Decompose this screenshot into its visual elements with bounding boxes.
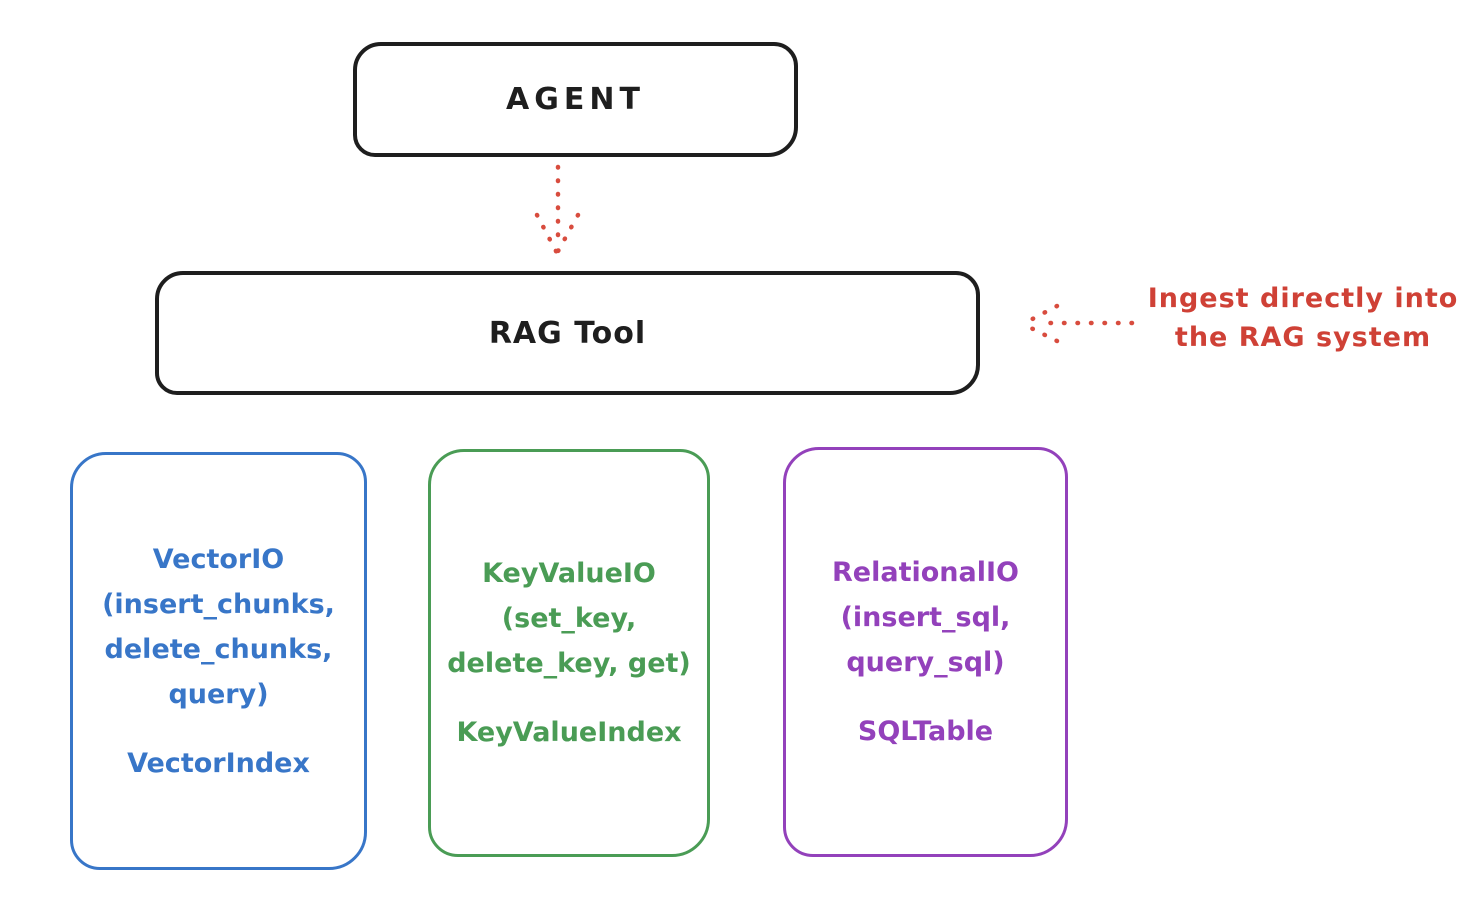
keyvalue-index-label: KeyValueIndex	[456, 717, 682, 748]
ingest-annotation-line2: the RAG system	[1174, 322, 1432, 353]
vector-io-title-line: delete_chunks,	[104, 633, 333, 665]
agent-to-rag-arrow	[534, 164, 581, 256]
ingest-annotation-line1: Ingest directly into	[1147, 283, 1459, 314]
agent-label: AGENT	[506, 82, 645, 117]
vector-io-title-line: (insert_chunks,	[102, 588, 335, 620]
vector-index-label: VectorIndex	[127, 747, 310, 779]
sql-table-label: SQLTable	[857, 716, 994, 747]
rag-tool-box: RAG Tool	[155, 271, 980, 395]
keyvalue-io-title-line: (set_key,	[501, 603, 637, 634]
relational-io-title-line: RelationalIO	[832, 557, 1019, 588]
ingest-annotation-arrow	[1020, 303, 1135, 344]
ingest-annotation: Ingest directly into the RAG system	[1133, 279, 1473, 357]
vector-io-box: VectorIO (insert_chunks, delete_chunks, …	[70, 452, 367, 870]
vector-io-title-line: VectorIO	[152, 543, 285, 575]
agent-box: AGENT	[353, 42, 798, 157]
relational-io-title-line: (insert_sql,	[840, 602, 1011, 633]
relational-io-box: RelationalIO (insert_sql, query_sql) SQL…	[783, 447, 1068, 857]
rag-tool-label: RAG Tool	[488, 315, 647, 351]
relational-io-title-line: query_sql)	[846, 647, 1005, 678]
vector-io-title-line: query)	[168, 678, 269, 710]
keyvalue-io-title-line: delete_key, get)	[447, 648, 691, 679]
keyvalue-io-box: KeyValueIO (set_key, delete_key, get) Ke…	[428, 449, 710, 857]
keyvalue-io-title-line: KeyValueIO	[482, 558, 656, 589]
